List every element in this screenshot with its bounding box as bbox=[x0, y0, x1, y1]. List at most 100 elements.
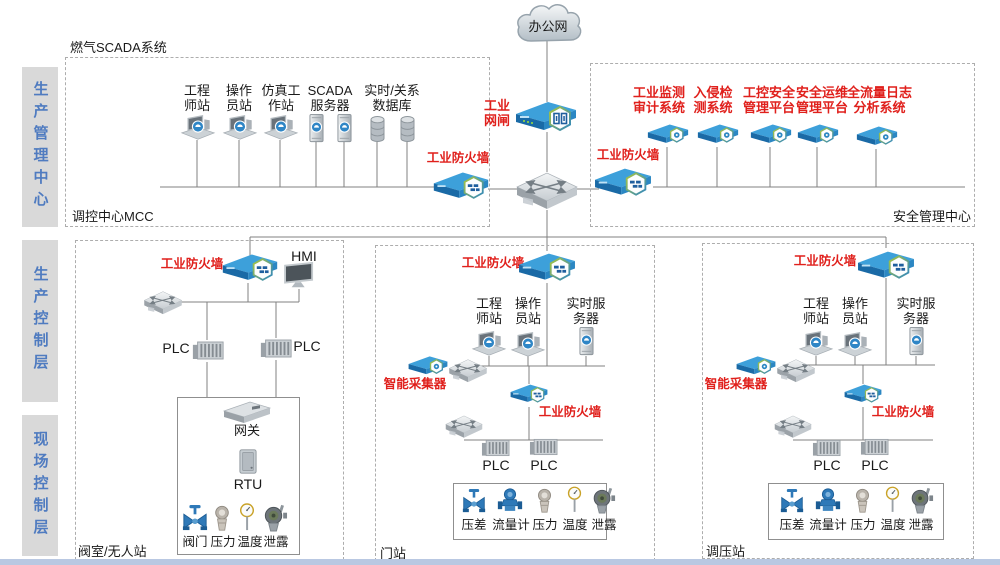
traffic-log-analysis-label: 全流量日志分析系统 bbox=[846, 85, 912, 115]
scada-server-icon bbox=[308, 113, 325, 143]
valve-field-devices-box bbox=[177, 397, 300, 555]
database-icon bbox=[399, 115, 416, 143]
temperature-sensor-icon bbox=[238, 503, 256, 532]
office-network-label: 办公网 bbox=[528, 19, 568, 34]
gateway-device-icon bbox=[222, 399, 272, 425]
diff-pressure-sensor-icon bbox=[462, 488, 486, 514]
layer-label: 生产控制层 bbox=[31, 266, 49, 376]
realtime-server-icon bbox=[578, 326, 595, 356]
ics-security-appliance-icon bbox=[750, 121, 792, 149]
flowmeter-sensor-icon bbox=[497, 487, 523, 514]
diff-pressure-sensor-icon bbox=[780, 488, 804, 514]
plc-label: PLC bbox=[162, 340, 190, 356]
switch-icon bbox=[444, 411, 484, 439]
industrial-gateway-label: 工业网闸 bbox=[483, 98, 510, 128]
regulator-station-footer: 调压站 bbox=[706, 544, 746, 559]
gateway-label: 网关 bbox=[233, 423, 260, 438]
pressure-label: 压力 bbox=[532, 518, 558, 532]
pressure-sensor-label: 压力 bbox=[210, 535, 236, 549]
industrial-firewall-icon bbox=[593, 163, 653, 204]
valve-sensor-label: 阀门 bbox=[182, 535, 208, 549]
operator-station-icon bbox=[222, 114, 258, 141]
switch-icon bbox=[448, 354, 488, 384]
plc-label: PLC bbox=[813, 457, 841, 473]
gate-station-footer: 门站 bbox=[380, 546, 407, 561]
regulator-firewall-mid-label: 工业防火墙 bbox=[871, 405, 935, 419]
security-ops-platform-label: 安全运维管理平台 bbox=[795, 85, 848, 115]
engineer-station-label: 工程师站 bbox=[183, 83, 210, 113]
diff-pressure-label: 压差 bbox=[461, 518, 487, 532]
scada-server-label: SCADA服务器 bbox=[307, 83, 353, 113]
switch-icon bbox=[776, 354, 816, 384]
industrial-firewall-icon bbox=[505, 381, 553, 408]
smart-collector-icon bbox=[733, 353, 779, 380]
flowmeter-label: 流量计 bbox=[809, 518, 847, 532]
monitor-audit-appliance-icon bbox=[647, 121, 689, 149]
database-icon bbox=[369, 115, 386, 143]
bottom-edge-strip bbox=[0, 559, 1000, 565]
industrial-firewall-icon bbox=[839, 381, 887, 408]
layer-label: 生产管理中心 bbox=[31, 81, 49, 213]
security-center-box bbox=[590, 63, 975, 227]
leak-label: 泄露 bbox=[908, 518, 934, 532]
hmi-monitor-icon bbox=[283, 262, 317, 290]
engineer-station-label: 工程师站 bbox=[802, 296, 829, 326]
mcc-title: 燃气SCADA系统 bbox=[70, 40, 167, 55]
diff-pressure-label: 压差 bbox=[779, 518, 805, 532]
plc-icon bbox=[480, 437, 511, 459]
leak-sensor-icon bbox=[590, 487, 616, 515]
valve-firewall-label: 工业防火墙 bbox=[160, 257, 224, 271]
temperature-sensor-label: 温度 bbox=[237, 535, 263, 549]
smart-collector-icon bbox=[405, 353, 451, 380]
realtime-server-icon bbox=[908, 326, 925, 356]
plc-icon bbox=[528, 436, 559, 458]
engineer-station-icon bbox=[471, 330, 507, 357]
operator-station-icon bbox=[837, 331, 873, 358]
security-ops-appliance-icon bbox=[797, 121, 839, 149]
hmi-label: HMI bbox=[291, 248, 317, 264]
industrial-firewall-icon bbox=[221, 249, 279, 289]
leak-sensor-icon bbox=[908, 487, 934, 515]
mcc-firewall-label: 工业防火墙 bbox=[426, 151, 490, 165]
plc-icon bbox=[859, 436, 890, 458]
flowmeter-sensor-icon bbox=[815, 487, 841, 514]
mcc-box bbox=[65, 57, 490, 227]
operator-station-icon bbox=[510, 331, 546, 358]
regulator-firewall-top-label: 工业防火墙 bbox=[793, 254, 857, 268]
layer-production-management: 生产管理中心 bbox=[22, 67, 58, 227]
valve-station-footer: 阀室/无人站 bbox=[78, 544, 147, 559]
temperature-sensor-icon bbox=[566, 486, 583, 514]
pressure-sensor-icon bbox=[535, 488, 554, 514]
leak-sensor-icon bbox=[261, 504, 288, 533]
gate-sensors-box bbox=[453, 483, 607, 540]
monitor-audit-system-label: 工业监测审计系统 bbox=[632, 85, 685, 115]
rtu-icon bbox=[237, 448, 259, 475]
simulation-station-icon bbox=[263, 114, 299, 141]
valve-sensor-icon bbox=[182, 504, 208, 532]
regulator-sensors-box bbox=[768, 483, 944, 540]
pressure-sensor-icon bbox=[853, 488, 872, 514]
operator-station-label: 操作员站 bbox=[225, 83, 252, 113]
plc-label: PLC bbox=[482, 457, 510, 473]
leak-sensor-label: 泄露 bbox=[263, 535, 289, 549]
operator-station-label: 操作员站 bbox=[841, 296, 868, 326]
leak-label: 泄露 bbox=[591, 518, 617, 532]
intrusion-detection-appliance-icon bbox=[697, 121, 739, 149]
engineer-station-icon bbox=[798, 330, 834, 357]
plc-label: PLC bbox=[293, 338, 321, 354]
plc-icon bbox=[191, 338, 225, 363]
pressure-sensor-icon bbox=[212, 505, 232, 532]
simulation-station-label: 仿真工作站 bbox=[261, 83, 301, 113]
intrusion-detection-label: 入侵检测系统 bbox=[693, 85, 733, 115]
plc-icon bbox=[259, 336, 293, 361]
regulator-station-box bbox=[702, 243, 974, 559]
industrial-firewall-icon bbox=[432, 167, 490, 207]
gate-firewall-top-label: 工业防火墙 bbox=[461, 256, 525, 270]
industrial-firewall-icon bbox=[856, 246, 916, 287]
ics-security-platform-label: 工控安全管理平台 bbox=[742, 85, 795, 115]
flowmeter-label: 流量计 bbox=[492, 518, 530, 532]
rtu-label: RTU bbox=[233, 476, 263, 492]
smart-collector-label: 智能采集器 bbox=[704, 377, 768, 391]
